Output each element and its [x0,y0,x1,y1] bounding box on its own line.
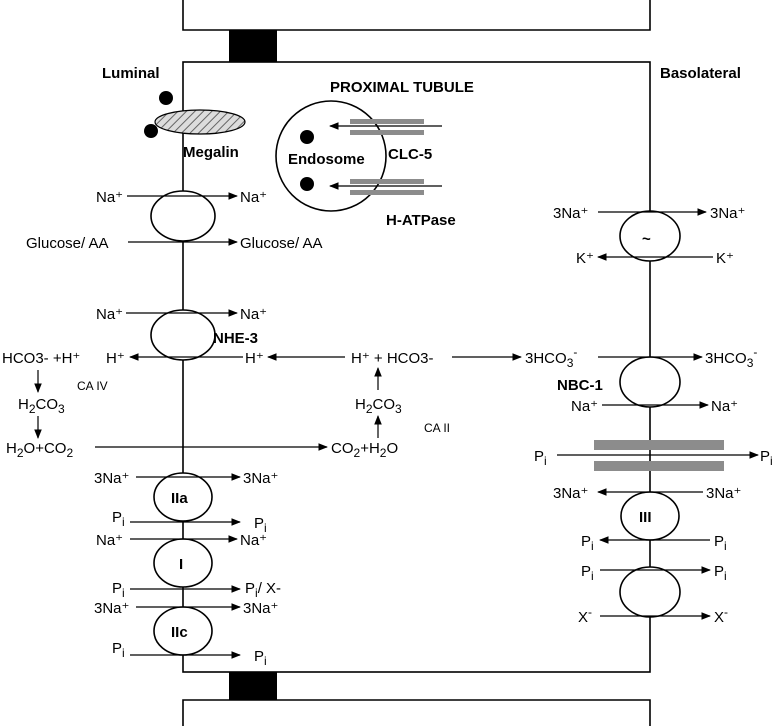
pi-channel-left: Pi [534,448,547,468]
na-atpase-left: 3Na⁺ [553,205,588,222]
pi-iii-left: Pi [581,533,594,553]
na-nhe3-left: Na⁺ [96,306,123,323]
h2co3-center: H2CO3 [355,396,402,416]
npt-i-label: I [179,556,183,573]
na-k-atpase [619,210,681,262]
megalin-label: Megalin [183,144,239,161]
na-iic-left: 3Na⁺ [94,600,129,617]
nbc1-transporter [619,356,681,408]
na-iic-right: 3Na⁺ [243,600,278,617]
pi-iia-right: Pi [254,515,267,535]
pi-i-left: Pi [112,580,125,600]
clc5-bar-bottom [350,130,424,135]
tight-junction-top [229,30,277,62]
pi-channel-bar-top [594,440,724,450]
endosome: Endosome CLC-5 H-ATPase [275,100,456,229]
hatpase-bar-top [350,179,424,184]
ca4-label: CA IV [77,379,108,393]
x-left: X- [578,605,592,626]
h2o-co2-luminal: H2O+CO2 [6,440,73,460]
tight-junction-bottom [229,672,277,700]
na-iii-left: 3Na⁺ [553,485,588,502]
x-right: X- [714,605,728,626]
megalin-receptor [154,109,246,135]
glucose-left: Glucose/ AA [26,235,109,252]
basolateral-label: Basolateral [660,65,741,82]
ligand-dot-2 [144,124,158,138]
hatpase-label: H-ATPase [386,212,456,229]
na-i-right: Na⁺ [240,532,267,549]
h2co3-luminal: H2CO3 [18,396,65,416]
h-left: H⁺ [106,350,125,367]
pi-iic-right: Pi [254,648,267,668]
npt-iia-transporter [153,472,213,522]
endosome-label: Endosome [288,151,365,168]
hco3-nbc1-right: 3HCO3- [705,345,757,370]
na-iii-right: 3Na⁺ [706,485,741,502]
pi-i-right: Pi/ X- [245,580,281,600]
pi-x-right: Pi [714,563,727,583]
ligand-dot-1 [159,91,173,105]
k-right: K⁺ [716,250,734,267]
na-nhe3-right: Na⁺ [240,306,267,323]
h-right: H⁺ [245,350,264,367]
sglt-transporter [150,190,216,242]
endosome-circle [275,100,387,212]
ca2-label: CA II [424,421,450,435]
glucose-right: Glucose/ AA [240,235,323,252]
h-hco3-center: H⁺ + HCO3- [351,350,434,367]
pi-iic-left: Pi [112,640,125,660]
co2-h2o-center: CO2+H2O [331,440,398,460]
endosome-dot-2 [300,177,314,191]
hco3-nbc1-left: 3HCO3- [525,345,577,370]
na-sglt-right: Na⁺ [240,189,267,206]
megalin: Megalin [144,91,246,161]
npt-iii-label: III [639,509,652,526]
endosome-dot-1 [300,130,314,144]
atpase-symbol: ~ [642,231,651,248]
na-i-left: Na⁺ [96,532,123,549]
na-atpase-right: 3Na⁺ [710,205,745,222]
hatpase-bar-bottom [350,190,424,195]
clc5-label: CLC-5 [388,146,432,163]
pi-iia-left: Pi [112,509,125,529]
nbc1-label: NBC-1 [557,377,603,394]
npt-iia-label: IIa [171,490,188,507]
na-nbc1-right: Na⁺ [711,398,738,415]
pi-x-left: Pi [581,563,594,583]
na-iia-left: 3Na⁺ [94,470,129,487]
hco3-h-luminal: HCO3- +H⁺ [2,350,80,367]
na-iia-right: 3Na⁺ [243,470,278,487]
clc5-bar-top [350,119,424,124]
title: PROXIMAL TUBULE [330,79,474,96]
pi-x-exchanger [619,566,681,618]
nhe3-label: NHE-3 [213,330,258,347]
nhe3-transporter [150,309,216,361]
na-sglt-left: Na⁺ [96,189,123,206]
na-nbc1-left: Na⁺ [571,398,598,415]
pi-channel-right: Pi [760,448,773,468]
npt-iic-label: IIc [171,624,188,641]
luminal-label: Luminal [102,65,160,82]
pi-channel-bar-bottom [594,461,724,471]
k-left: K⁺ [576,250,594,267]
pi-iii-right: Pi [714,533,727,553]
